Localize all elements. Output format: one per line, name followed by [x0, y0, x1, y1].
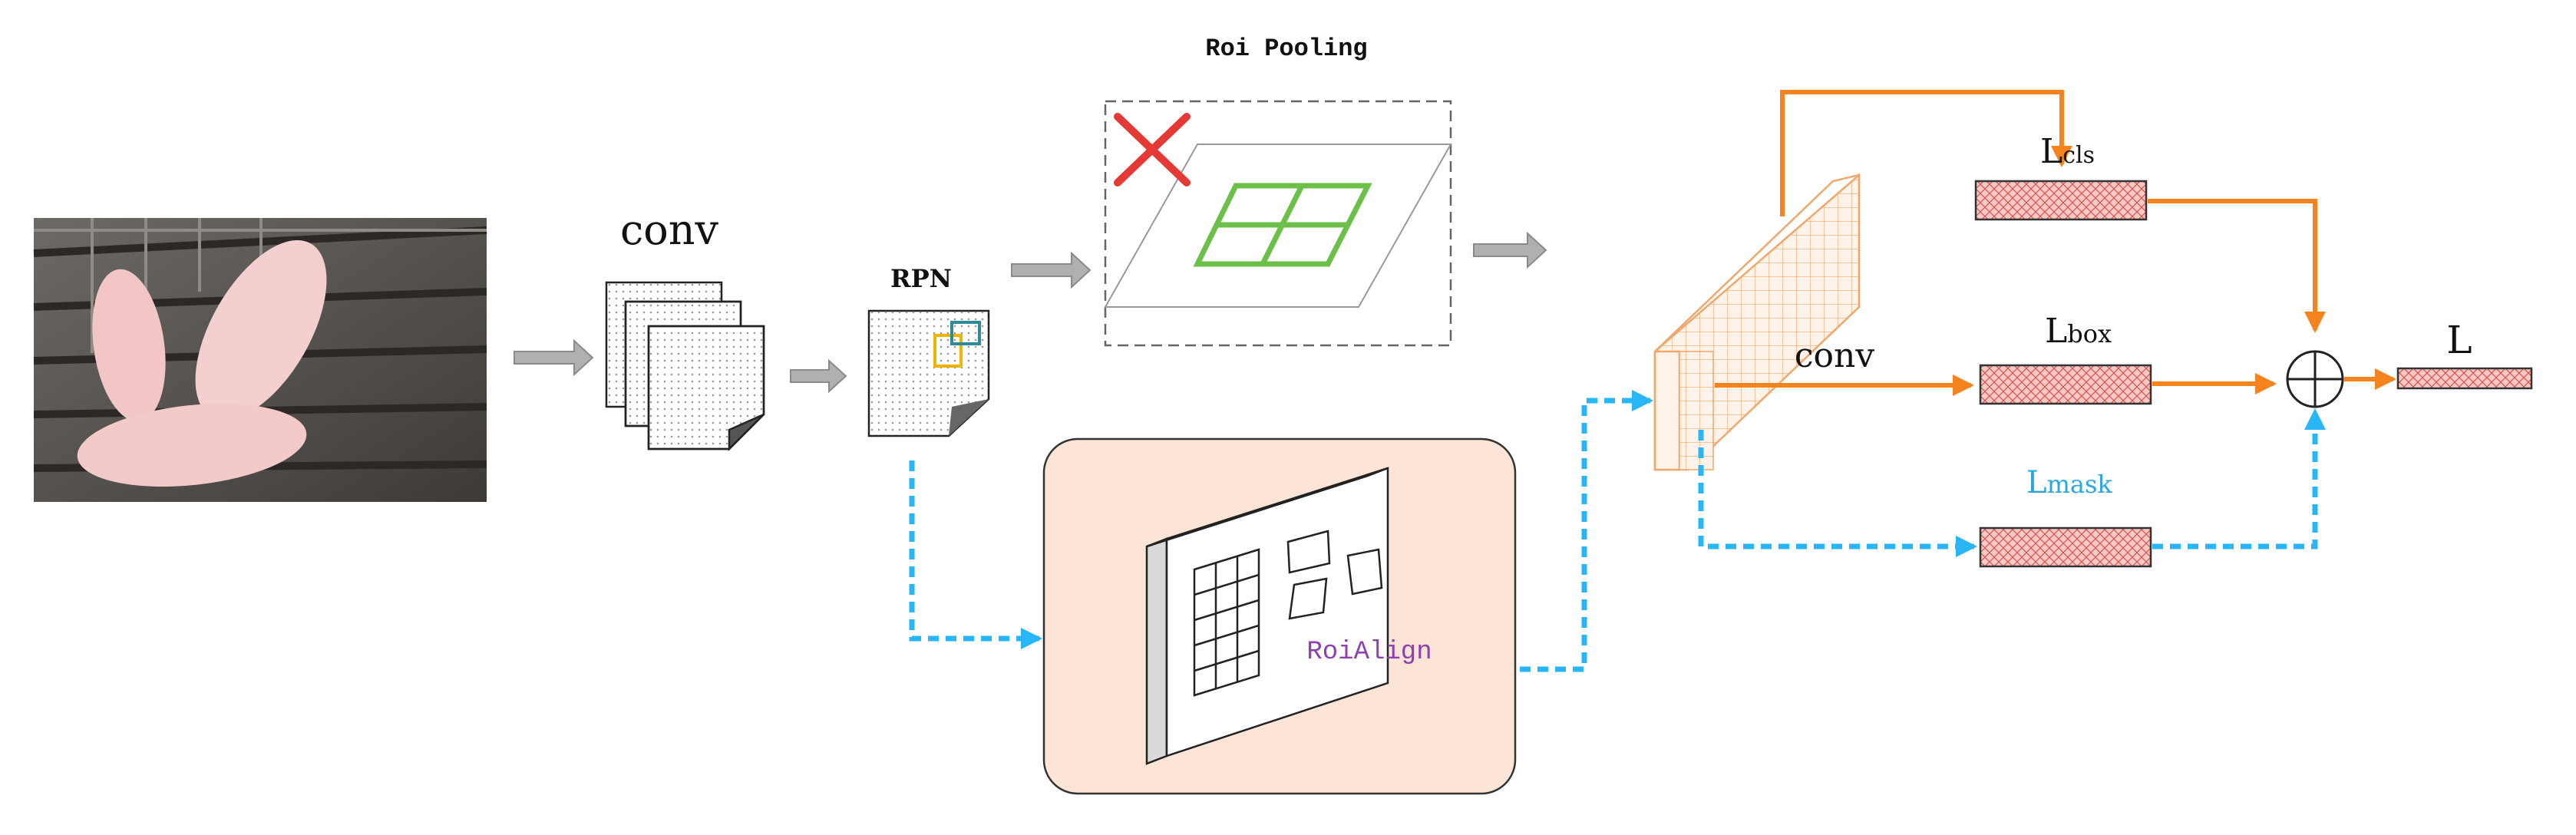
- lmask-label: Lmask: [2026, 465, 2112, 500]
- conv-label: conv: [620, 206, 719, 254]
- conv-feature-maps: [605, 281, 765, 452]
- lcls-label: Lcls: [2040, 132, 2095, 171]
- red-x-icon: [1114, 113, 1191, 186]
- head-conv-label: conv: [1795, 336, 1874, 375]
- dashed-arrow-lmask-to-sum: [2152, 408, 2326, 550]
- roialign-label: RoiAlign: [1306, 638, 1432, 667]
- total-loss-box: [2396, 367, 2533, 390]
- circle-plus-icon: [2286, 350, 2344, 408]
- arrow-roipool-to-head: [1473, 231, 1547, 269]
- arrow-conv-to-rpn: [790, 358, 847, 394]
- rpn-feature-map: [867, 309, 990, 437]
- total-loss-label: L: [2446, 318, 2472, 362]
- rpn-label: RPN: [890, 264, 952, 293]
- pooling-grid: [1193, 183, 1372, 267]
- pig-1: [92, 269, 166, 422]
- roi-pooling-label: Roi Pooling: [1205, 35, 1367, 63]
- lbox-box: [1979, 364, 2152, 405]
- dashed-arrow-rpn-to-roialign: [909, 460, 1042, 649]
- roi-pooling-box: [1104, 100, 1452, 347]
- head-conv-block: [1653, 173, 1861, 471]
- rpn-anchor-teal: [950, 321, 981, 345]
- roialign-panel: RoiAlign: [1042, 437, 1517, 795]
- pig-2: [195, 239, 327, 421]
- lbox-label: Lbox: [2045, 312, 2112, 351]
- lmask-box: [1979, 526, 2152, 568]
- arrow-rpn-to-roipool: [1011, 251, 1091, 289]
- rpn-anchor-yellow: [933, 334, 963, 368]
- lcls-box: [1974, 180, 2148, 221]
- pig-3: [77, 403, 307, 487]
- input-image: [33, 218, 487, 502]
- arrow-to-lcls: [1780, 90, 2072, 216]
- arrow-image-to-conv: [514, 338, 594, 377]
- dashed-arrow-to-lmask: [1698, 430, 1977, 557]
- dashed-arrow-roialign-to-head: [1520, 390, 1653, 672]
- arrow-lcls-to-sum: [2148, 199, 2326, 333]
